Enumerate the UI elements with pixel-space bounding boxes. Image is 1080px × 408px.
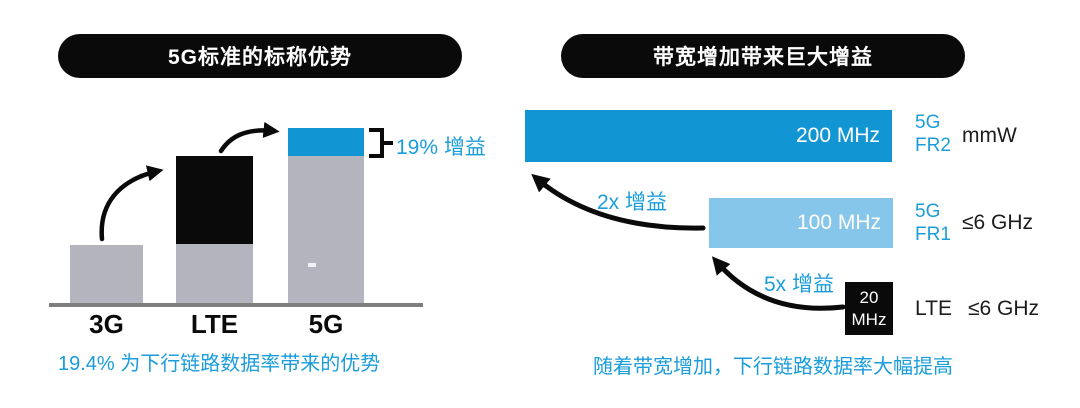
tech-band-fr2: 5G FR2 xyxy=(915,111,951,157)
arrow-3g-to-lte xyxy=(99,165,164,242)
bandwidth-unit-mhz: MHz xyxy=(851,309,887,329)
bar-lte-base-segment xyxy=(176,244,253,303)
tech-5g-fr2: 5G xyxy=(915,112,941,133)
right-panel-title-pill: 带宽增加带来巨大增益 xyxy=(561,34,965,78)
bandwidth-value-200mhz: 200 MHz xyxy=(795,124,880,147)
bandwidth-box-20mhz: 20 MHz xyxy=(845,282,893,335)
right-caption: 随着带宽增加，下行链路数据率大幅提高 xyxy=(593,356,953,378)
x-label-lte: LTE xyxy=(190,309,239,339)
x-label-5g: 5G xyxy=(308,309,344,339)
gain-label-2x: 2x 增益 xyxy=(597,191,668,214)
spectrum-sub6-fr1: ≤6 GHz xyxy=(962,211,1034,234)
x-label-3g: 3G xyxy=(89,309,124,339)
bar-5g-dash-mark xyxy=(308,263,316,267)
band-fr2: FR2 xyxy=(915,135,951,156)
bar-lte-gain-segment xyxy=(176,156,253,244)
bandwidth-value-20: 20 xyxy=(859,288,879,308)
bar-5g-base-segment xyxy=(288,156,364,303)
left-caption: 19.4% 为下行链路数据率带来的优势 xyxy=(58,353,381,375)
left-panel-title: 5G标准的标称优势 xyxy=(167,46,352,69)
tech-5g-fr1: 5G xyxy=(915,201,941,222)
right-panel-title: 带宽增加带来巨大增益 xyxy=(653,46,873,69)
bandwidth-bar-200mhz: 200 MHz xyxy=(525,110,892,162)
left-panel-title-pill: 5G标准的标称优势 xyxy=(58,34,462,78)
bandwidth-value-100mhz: 100 MHz xyxy=(796,211,881,234)
spectrum-mmw: mmW xyxy=(962,124,1017,147)
gain-callout-label: 19% 增益 xyxy=(396,136,486,159)
left-chart-baseline xyxy=(49,303,423,307)
gain-label-5x: 5x 增益 xyxy=(764,273,835,296)
spectrum-sub6-lte: ≤6 GHz xyxy=(967,296,1040,320)
tech-band-fr1: 5G FR1 xyxy=(915,200,951,246)
bar-3g xyxy=(70,245,143,303)
tech-lte: LTE xyxy=(915,296,952,320)
arrow-lte-to-5g xyxy=(218,121,280,154)
band-fr1: FR1 xyxy=(915,224,951,245)
bandwidth-bar-100mhz: 100 MHz xyxy=(709,198,893,248)
bar-5g-gain-segment xyxy=(288,128,364,156)
lte-row-label: LTE ≤6 GHz xyxy=(915,282,1039,335)
gain-bracket xyxy=(369,128,393,158)
